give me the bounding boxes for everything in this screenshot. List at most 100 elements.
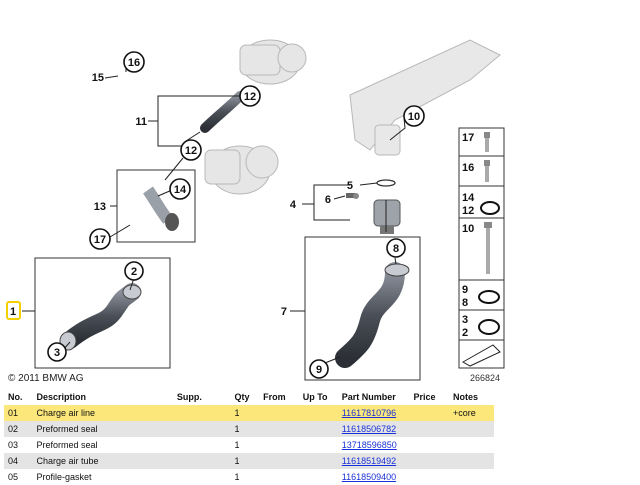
cell-qty: 1 (234, 440, 240, 450)
cell-price (409, 453, 450, 469)
clamp-6-illustration (346, 193, 359, 199)
copyright-text: © 2011 BMW AG (8, 373, 84, 384)
cell-from (259, 437, 299, 453)
parts-diagram-svg: 2 3 8 9 10 12 12 14 16 17 1 4 5 6 7 11 1… (6, 39, 505, 381)
callout-9: 9 (316, 364, 322, 376)
cell-part-number: 11618509400 (338, 469, 410, 485)
part-number-link[interactable]: 11618519492 (341, 456, 397, 466)
cell-from (259, 421, 299, 437)
cell-supp (172, 453, 231, 469)
callout-8: 8 (393, 243, 399, 255)
diagram-id: 266824 (470, 373, 501, 383)
callout-16: 16 (128, 57, 140, 69)
oring-8-icon (478, 290, 500, 304)
charge-air-line-illustration (59, 283, 142, 351)
cell-notes (449, 469, 494, 485)
cell-notes (449, 421, 494, 437)
cell-price (409, 405, 450, 421)
cell-description: Preformed seal (36, 440, 98, 450)
header-no: No. (8, 392, 23, 402)
callout-17: 17 (94, 234, 106, 246)
callout-4: 4 (290, 199, 297, 211)
cell-qty: 1 (230, 405, 260, 421)
header-supp: Supp. (176, 392, 202, 402)
legend-8: 8 (462, 297, 468, 309)
cell-notes: +core (449, 405, 494, 421)
oring-14-icon (480, 201, 500, 215)
legend-3: 3 (462, 314, 468, 326)
pipe-11-illustration (200, 91, 245, 133)
part-number-link[interactable]: 11618509400 (341, 472, 397, 482)
cell-part-number: 13718596850 (338, 437, 410, 453)
cell-description: Charge air line (32, 405, 173, 421)
bolt-17-icon (484, 132, 490, 138)
cell-price (409, 469, 449, 485)
cell-supp (172, 421, 231, 437)
part-number-link[interactable]: 11617810796 (341, 408, 397, 418)
cell-supp (172, 405, 231, 421)
cell-up-to (298, 405, 338, 421)
turbocharger-illustration-top (239, 39, 307, 85)
callout-2: 2 (131, 266, 137, 278)
legend-12: 12 (462, 205, 474, 217)
leader-lines (22, 66, 406, 364)
cell-qty: 1 (234, 472, 240, 482)
parts-diagram: 2 3 8 9 10 12 12 14 16 17 1 4 5 6 7 11 1… (6, 39, 505, 381)
intake-manifold-illustration (349, 39, 501, 156)
callout-1-highlight (6, 301, 21, 320)
cell-qty: 1 (230, 421, 260, 437)
legend-16: 16 (462, 162, 474, 174)
cell-up-to (298, 421, 338, 437)
cell-from (259, 469, 299, 485)
callout-1: 1 (10, 306, 16, 318)
cell-from (259, 405, 299, 421)
parts-table: No. Description Supp. Qty From Up To Par… (4, 389, 494, 485)
table-row[interactable]: 05 Profile-gasket 1 11618509400 (4, 469, 494, 485)
table-row[interactable]: 04 Charge air tube 1 11618519492 (4, 453, 494, 469)
callout-7: 7 (281, 306, 287, 318)
table-row[interactable]: 03 Preformed seal 1 13718596850 (4, 437, 494, 453)
cell-no: 03 (8, 440, 19, 450)
header-up-to: Up To (302, 392, 328, 402)
cell-no: 01 (4, 405, 33, 421)
table-row[interactable]: 01 Charge air line 1 11617810796 +core (4, 405, 494, 421)
plain-callouts: 1 4 5 6 7 11 13 15 (6, 72, 353, 320)
cell-price (409, 421, 450, 437)
legend-10: 10 (462, 223, 474, 235)
elbow-13-illustration (143, 186, 179, 231)
cell-up-to (299, 469, 338, 485)
charge-air-tube-illustration (335, 262, 410, 368)
callout-13: 13 (94, 201, 106, 213)
cell-no: 04 (4, 453, 33, 469)
callout-14: 14 (174, 184, 187, 196)
group-box-1 (34, 257, 171, 369)
valve-housing-illustration (373, 179, 401, 234)
cell-part-number: 11618506782 (337, 421, 410, 437)
cell-notes (449, 453, 494, 469)
callout-6: 6 (325, 194, 331, 206)
callout-5: 5 (347, 180, 353, 192)
callout-10: 10 (408, 111, 420, 123)
table-row[interactable]: 02 Preformed seal 1 11618506782 (4, 421, 494, 437)
cell-part-number: 11617810796 (337, 405, 410, 421)
legend-9: 9 (462, 284, 468, 296)
group-box-7 (304, 236, 421, 381)
cell-up-to (299, 437, 338, 453)
part-number-link[interactable]: 13718596850 (341, 440, 397, 450)
cell-up-to (298, 453, 338, 469)
header-notes: Notes (453, 392, 479, 402)
parts-table-header: No. Description Supp. Qty From Up To Par… (4, 389, 494, 405)
oring-2-icon (478, 319, 500, 335)
header-qty: Qty (234, 392, 250, 402)
bolt-16-icon (484, 160, 490, 166)
part-number-link[interactable]: 11618506782 (341, 424, 397, 434)
callout-11: 11 (135, 116, 147, 128)
callout-12-bottom: 12 (185, 145, 197, 157)
cell-notes (449, 437, 494, 453)
cell-no: 05 (8, 472, 19, 482)
cell-description: Profile-gasket (36, 472, 92, 482)
cell-qty: 1 (230, 453, 260, 469)
circle-callouts: 2 3 8 9 10 12 12 14 16 17 (47, 51, 425, 379)
cell-supp (173, 469, 231, 485)
cell-supp (173, 437, 231, 453)
